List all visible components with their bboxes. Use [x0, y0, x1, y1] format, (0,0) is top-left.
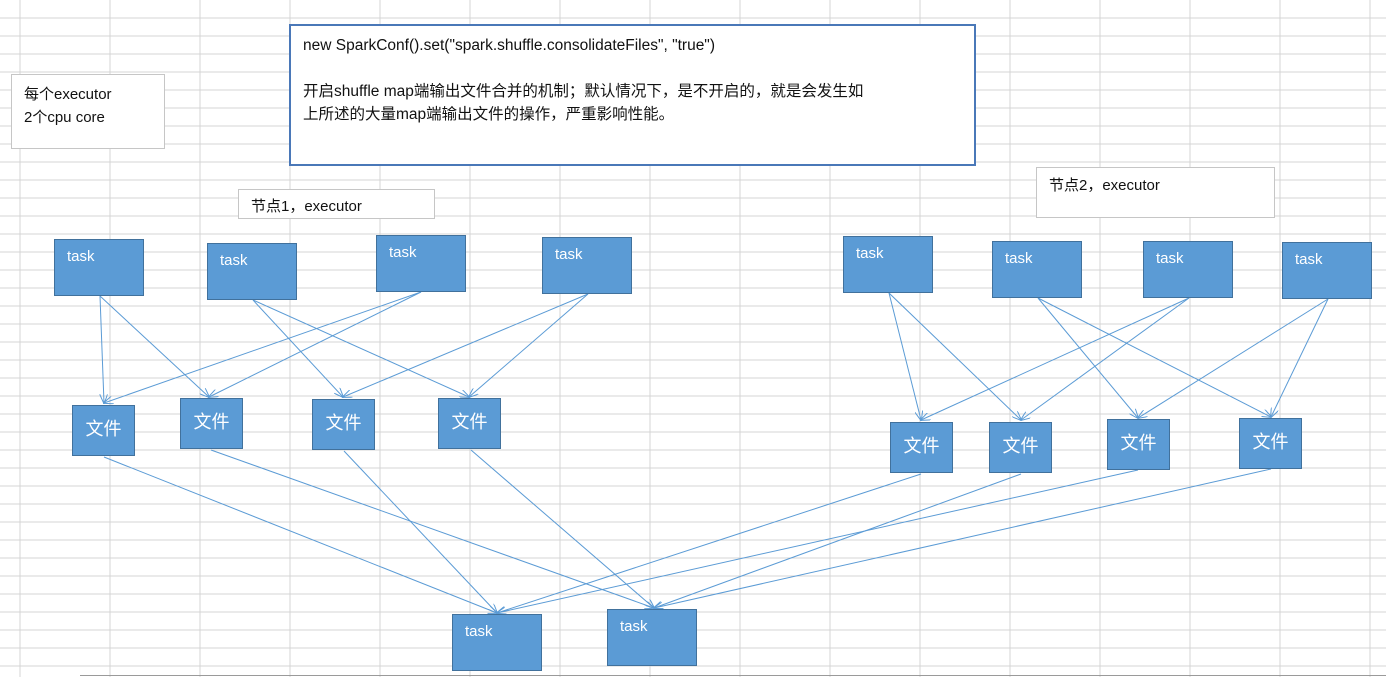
node1-file-3-label: 文件: [325, 413, 362, 433]
connector-arrow-22: [654, 473, 1022, 608]
connector-arrow-11: [1037, 297, 1138, 418]
executor-info-note: 每个executor 2个cpu core: [11, 74, 165, 149]
connector-arrow-7: [343, 293, 589, 397]
node1-label: 节点1，executor: [238, 189, 435, 219]
node1-file-4: 文件: [438, 398, 501, 449]
node1-file-1-label: 文件: [85, 419, 122, 439]
node1-task-4-label: task: [555, 246, 583, 263]
reduce-task-2-label: task: [620, 618, 648, 635]
connector-arrow-10: [888, 292, 1021, 420]
connector-arrow-19: [343, 450, 497, 613]
node2-task-3-label: task: [1156, 250, 1184, 267]
connector-arrow-21: [497, 473, 922, 613]
config-note: new SparkConf().set("spark.shuffle.conso…: [289, 24, 976, 166]
node2-task-2-label: task: [1005, 250, 1033, 267]
node2-file-4-label: 文件: [1252, 432, 1289, 452]
node1-task-3-label: task: [389, 244, 417, 261]
node2-file-1: 文件: [890, 422, 953, 473]
node1-file-1: 文件: [72, 405, 135, 456]
connector-arrow-13: [921, 297, 1190, 420]
node2-task-1-label: task: [856, 245, 884, 262]
connector-arrow-23: [497, 469, 1139, 613]
node1-task-2-label: task: [220, 252, 248, 269]
node1-task-3: task: [376, 235, 466, 292]
reduce-task-1-label: task: [465, 623, 493, 640]
node1-file-2-label: 文件: [193, 412, 230, 432]
node2-task-4: task: [1282, 242, 1372, 299]
connector-arrow-1: [99, 295, 104, 403]
connector-arrow-5: [104, 291, 422, 403]
connector-arrow-8: [469, 293, 589, 397]
config-code: new SparkConf().set("spark.shuffle.conso…: [303, 37, 715, 54]
reduce-task-2: task: [607, 609, 697, 666]
executor-info-line2: 2个cpu core: [24, 109, 105, 126]
reduce-task-1: task: [452, 614, 542, 671]
node2-task-2: task: [992, 241, 1082, 298]
connector-arrow-20: [470, 449, 654, 608]
node2-file-4: 文件: [1239, 418, 1302, 469]
node2-task-1: task: [843, 236, 933, 293]
node2-file-3: 文件: [1107, 419, 1170, 470]
node2-label-text: 节点2，executor: [1049, 177, 1160, 194]
connector-arrow-16: [1271, 298, 1329, 417]
connector-arrow-15: [1138, 298, 1329, 418]
node1-task-4: task: [542, 237, 632, 294]
node1-task-2: task: [207, 243, 297, 300]
connector-arrow-18: [210, 449, 654, 608]
connector-arrow-3: [252, 299, 343, 397]
connector-arrow-6: [209, 291, 422, 397]
connector-arrow-14: [1021, 297, 1190, 420]
connector-arrow-12: [1037, 297, 1271, 417]
node1-file-2: 文件: [180, 398, 243, 449]
connector-arrow-17: [103, 456, 497, 613]
executor-info-line1: 每个executor: [24, 86, 112, 103]
node2-file-3-label: 文件: [1120, 433, 1157, 453]
node2-file-1-label: 文件: [903, 436, 940, 456]
node2-file-2-label: 文件: [1002, 436, 1039, 456]
node2-task-4-label: task: [1295, 251, 1323, 268]
node2-label: 节点2，executor: [1036, 167, 1275, 218]
connector-arrow-4: [252, 299, 469, 397]
node1-file-3: 文件: [312, 399, 375, 450]
connector-arrow-2: [99, 295, 209, 397]
connector-arrow-24: [654, 468, 1272, 608]
node1-file-4-label: 文件: [451, 412, 488, 432]
config-desc-line1: 开启shuffle map端输出文件合并的机制；默认情况下，是不开启的，就是会发…: [303, 83, 864, 100]
node1-task-1: task: [54, 239, 144, 296]
connector-arrow-9: [888, 292, 921, 420]
node2-task-3: task: [1143, 241, 1233, 298]
config-desc-line2: 上所述的大量map端输出文件的操作，严重影响性能。: [303, 106, 675, 123]
node1-label-text: 节点1，executor: [251, 198, 362, 215]
node2-file-2: 文件: [989, 422, 1052, 473]
node1-task-1-label: task: [67, 248, 95, 265]
